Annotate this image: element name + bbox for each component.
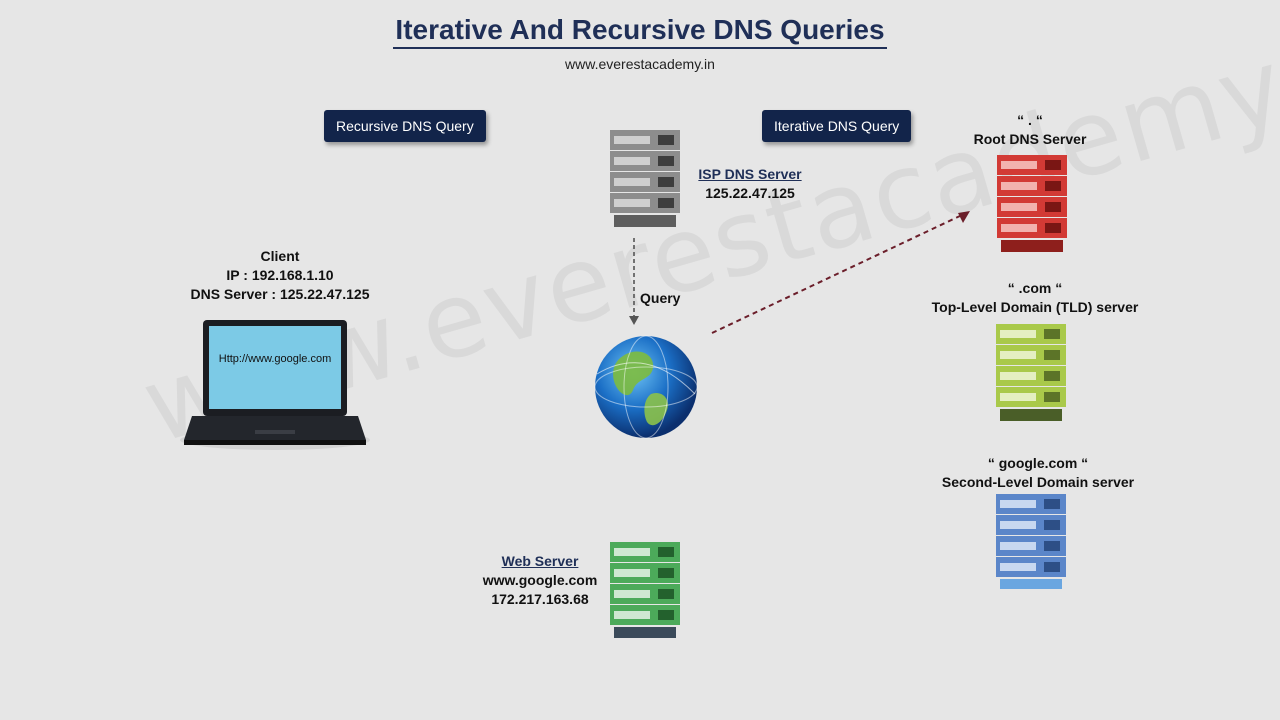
tld-dns-title: Top-Level Domain (TLD) server bbox=[931, 299, 1139, 315]
website-label: www.everestacademy.in bbox=[565, 56, 715, 72]
recursive-query-badge: Recursive DNS Query bbox=[324, 110, 486, 142]
root-dns-server-icon bbox=[997, 155, 1067, 252]
globe-icon bbox=[594, 335, 698, 439]
laptop-screen-url: Http://www.google.com bbox=[218, 353, 332, 365]
sld-dns-server-icon bbox=[996, 494, 1066, 589]
tld-dns-server-icon bbox=[996, 324, 1066, 421]
web-server-domain: www.google.com bbox=[482, 572, 598, 588]
tld-zone: “ .com “ bbox=[1007, 280, 1063, 296]
web-server-icon bbox=[610, 542, 680, 638]
sld-dns-title: Second-Level Domain server bbox=[941, 474, 1135, 490]
iterative-query-badge: Iterative DNS Query bbox=[762, 110, 912, 142]
client-ip: IP : 192.168.1.10 bbox=[226, 267, 334, 283]
client-title: Client bbox=[260, 248, 300, 264]
sld-dns-label: “ google.com “ Second-Level Domain serve… bbox=[920, 454, 1156, 492]
client-label: Client IP : 192.168.1.10 DNS Server : 12… bbox=[160, 247, 400, 304]
isp-dns-label: ISP DNS Server 125.22.47.125 bbox=[690, 165, 810, 203]
laptop-icon bbox=[180, 320, 370, 450]
tld-dns-label: “ .com “ Top-Level Domain (TLD) server bbox=[910, 279, 1160, 317]
isp-dns-server-icon bbox=[610, 130, 680, 227]
web-server-title: Web Server bbox=[501, 553, 579, 569]
isp-dns-title: ISP DNS Server bbox=[698, 166, 802, 182]
page-title: Iterative And Recursive DNS Queries bbox=[0, 14, 1280, 49]
query-label: Query bbox=[640, 290, 681, 306]
isp-dns-ip: 125.22.47.125 bbox=[705, 185, 795, 201]
client-dns: DNS Server : 125.22.47.125 bbox=[190, 286, 370, 302]
sld-zone: “ google.com “ bbox=[987, 455, 1089, 471]
root-dns-label: “ . “ Root DNS Server bbox=[930, 111, 1130, 149]
query-arrow bbox=[629, 238, 639, 325]
web-server-label: Web Server www.google.com 172.217.163.68 bbox=[470, 552, 610, 609]
root-dns-title: Root DNS Server bbox=[973, 131, 1087, 147]
root-zone: “ . “ bbox=[1017, 112, 1043, 128]
web-server-ip: 172.217.163.68 bbox=[491, 591, 589, 607]
